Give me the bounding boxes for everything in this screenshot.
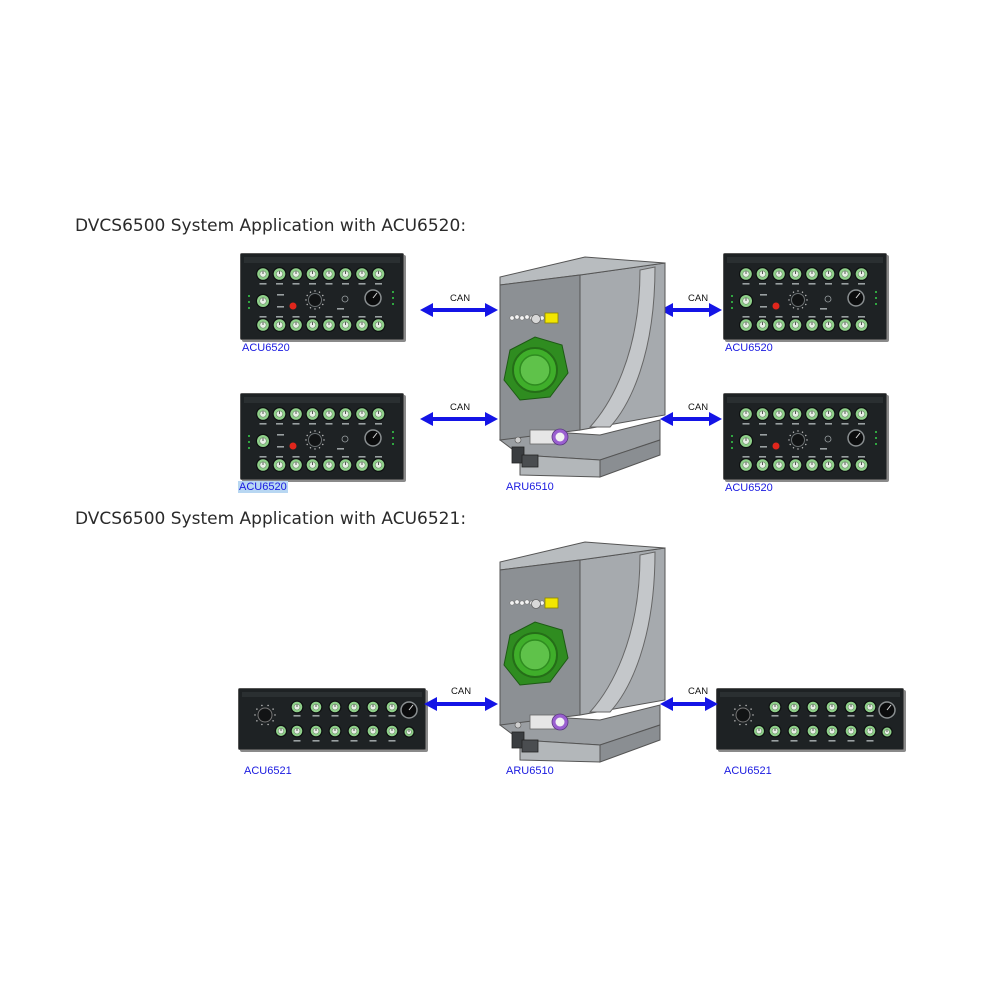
unit-label-bottom-right: ACU6520 <box>725 482 773 494</box>
unit-label-acu6521-left: ACU6521 <box>244 765 292 777</box>
acu6521-face-icon <box>717 689 903 749</box>
can-label-acu6521-right: CAN <box>688 686 709 697</box>
can-arrow-top-right <box>660 303 722 317</box>
section-title-acu6520: DVCS6500 System Application with ACU6520… <box>75 216 467 236</box>
acu6520-face-icon <box>241 394 403 479</box>
unit-label-top-left: ACU6520 <box>242 342 290 354</box>
acu6520-face-icon <box>724 394 886 479</box>
section-title-acu6521: DVCS6500 System Application with ACU6521… <box>75 509 467 529</box>
can-arrow-bottom-right <box>660 412 722 426</box>
can-arrow-top-left <box>420 303 498 317</box>
double-arrow-icon <box>660 412 722 426</box>
can-label-acu6521-left: CAN <box>451 686 472 697</box>
aru6510-hub-section1 <box>499 256 666 478</box>
aru6510-hub-section2 <box>499 541 666 763</box>
aru6510-unit-icon <box>499 256 666 478</box>
double-arrow-icon <box>424 697 498 711</box>
can-label-bottom-left: CAN <box>450 402 471 413</box>
can-arrow-acu6521-left <box>424 697 498 711</box>
acu6521-panel-left <box>238 688 426 750</box>
can-label-bottom-right: CAN <box>688 402 709 413</box>
double-arrow-icon <box>660 303 722 317</box>
double-arrow-icon <box>420 303 498 317</box>
unit-label-top-right: ACU6520 <box>725 342 773 354</box>
can-arrow-acu6521-right <box>660 697 718 711</box>
acu6520-face-icon <box>724 254 886 339</box>
acu6521-face-icon <box>239 689 425 749</box>
hub-label-section1: ARU6510 <box>506 481 554 493</box>
hub-label-section2: ARU6510 <box>506 765 554 777</box>
unit-label-acu6521-right: ACU6521 <box>724 765 772 777</box>
can-label-top-right: CAN <box>688 293 709 304</box>
double-arrow-icon <box>420 412 498 426</box>
aru6510-unit-icon <box>499 541 666 763</box>
acu6520-panel-bottom-left <box>240 393 404 480</box>
acu6521-panel-right <box>716 688 904 750</box>
can-arrow-bottom-left <box>420 412 498 426</box>
acu6520-panel-top-right <box>723 253 887 340</box>
double-arrow-icon <box>660 697 718 711</box>
acu6520-panel-bottom-right <box>723 393 887 480</box>
acu6520-face-icon <box>241 254 403 339</box>
acu6520-panel-top-left <box>240 253 404 340</box>
can-label-top-left: CAN <box>450 293 471 304</box>
unit-label-bottom-left: ACU6520 <box>238 481 288 493</box>
